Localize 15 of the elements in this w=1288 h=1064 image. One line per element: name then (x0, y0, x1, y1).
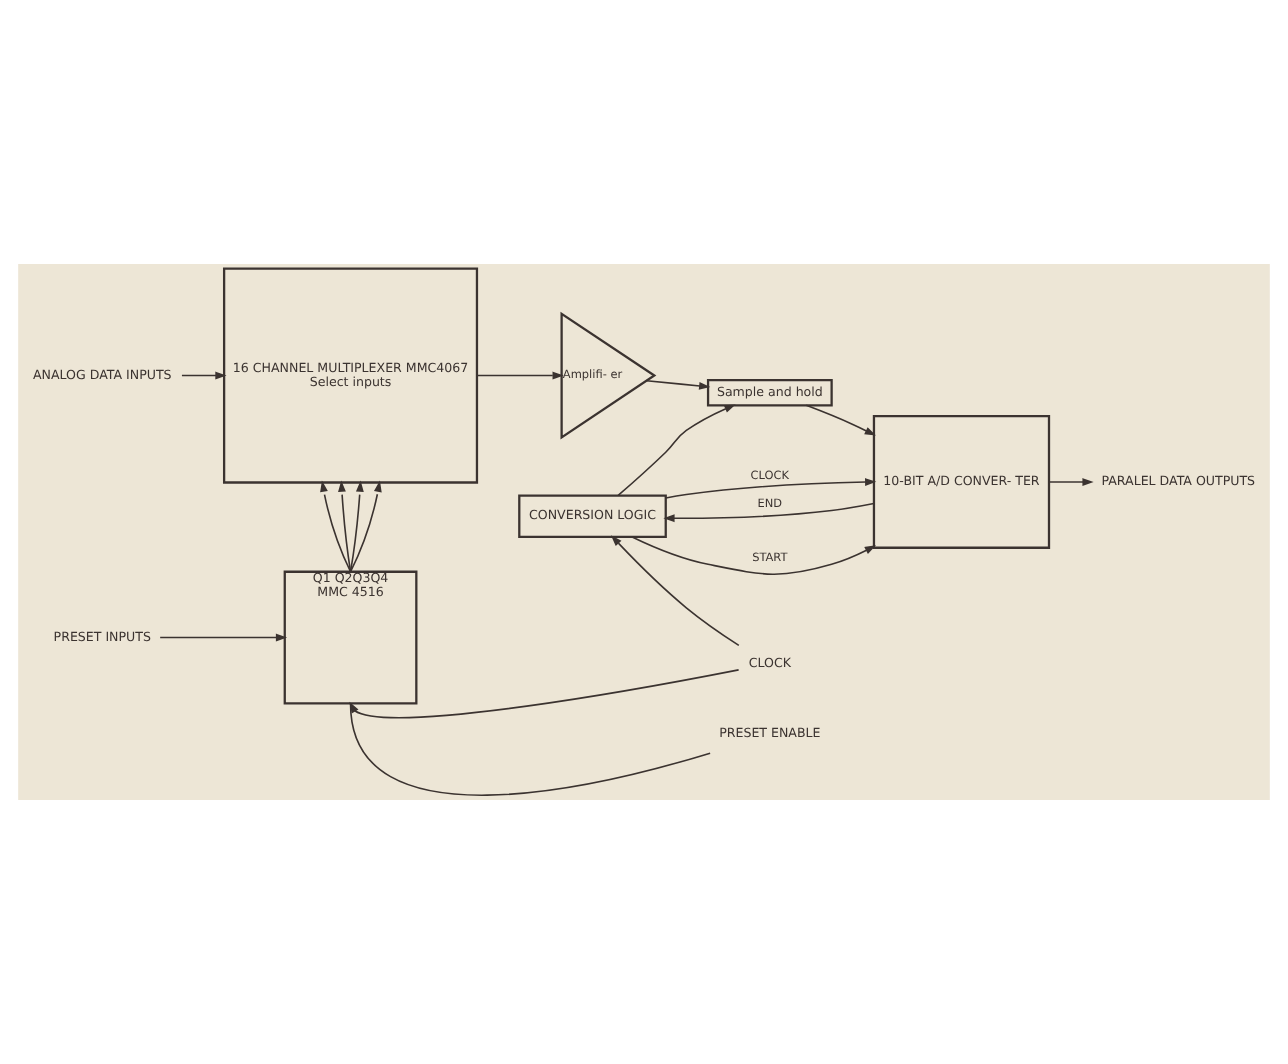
arrow (631, 536, 877, 575)
arrow (1048, 478, 1094, 486)
arrow (645, 379, 711, 390)
arrow (349, 480, 382, 573)
arrow (349, 480, 364, 573)
arrow (617, 404, 736, 497)
arrow (338, 480, 352, 573)
arrow (159, 633, 288, 642)
arrow (320, 480, 352, 573)
arrow (181, 371, 227, 380)
arrow (610, 535, 740, 647)
arrow (664, 478, 877, 499)
arrow (476, 371, 564, 380)
arrow (663, 502, 875, 523)
arrow (805, 404, 876, 436)
